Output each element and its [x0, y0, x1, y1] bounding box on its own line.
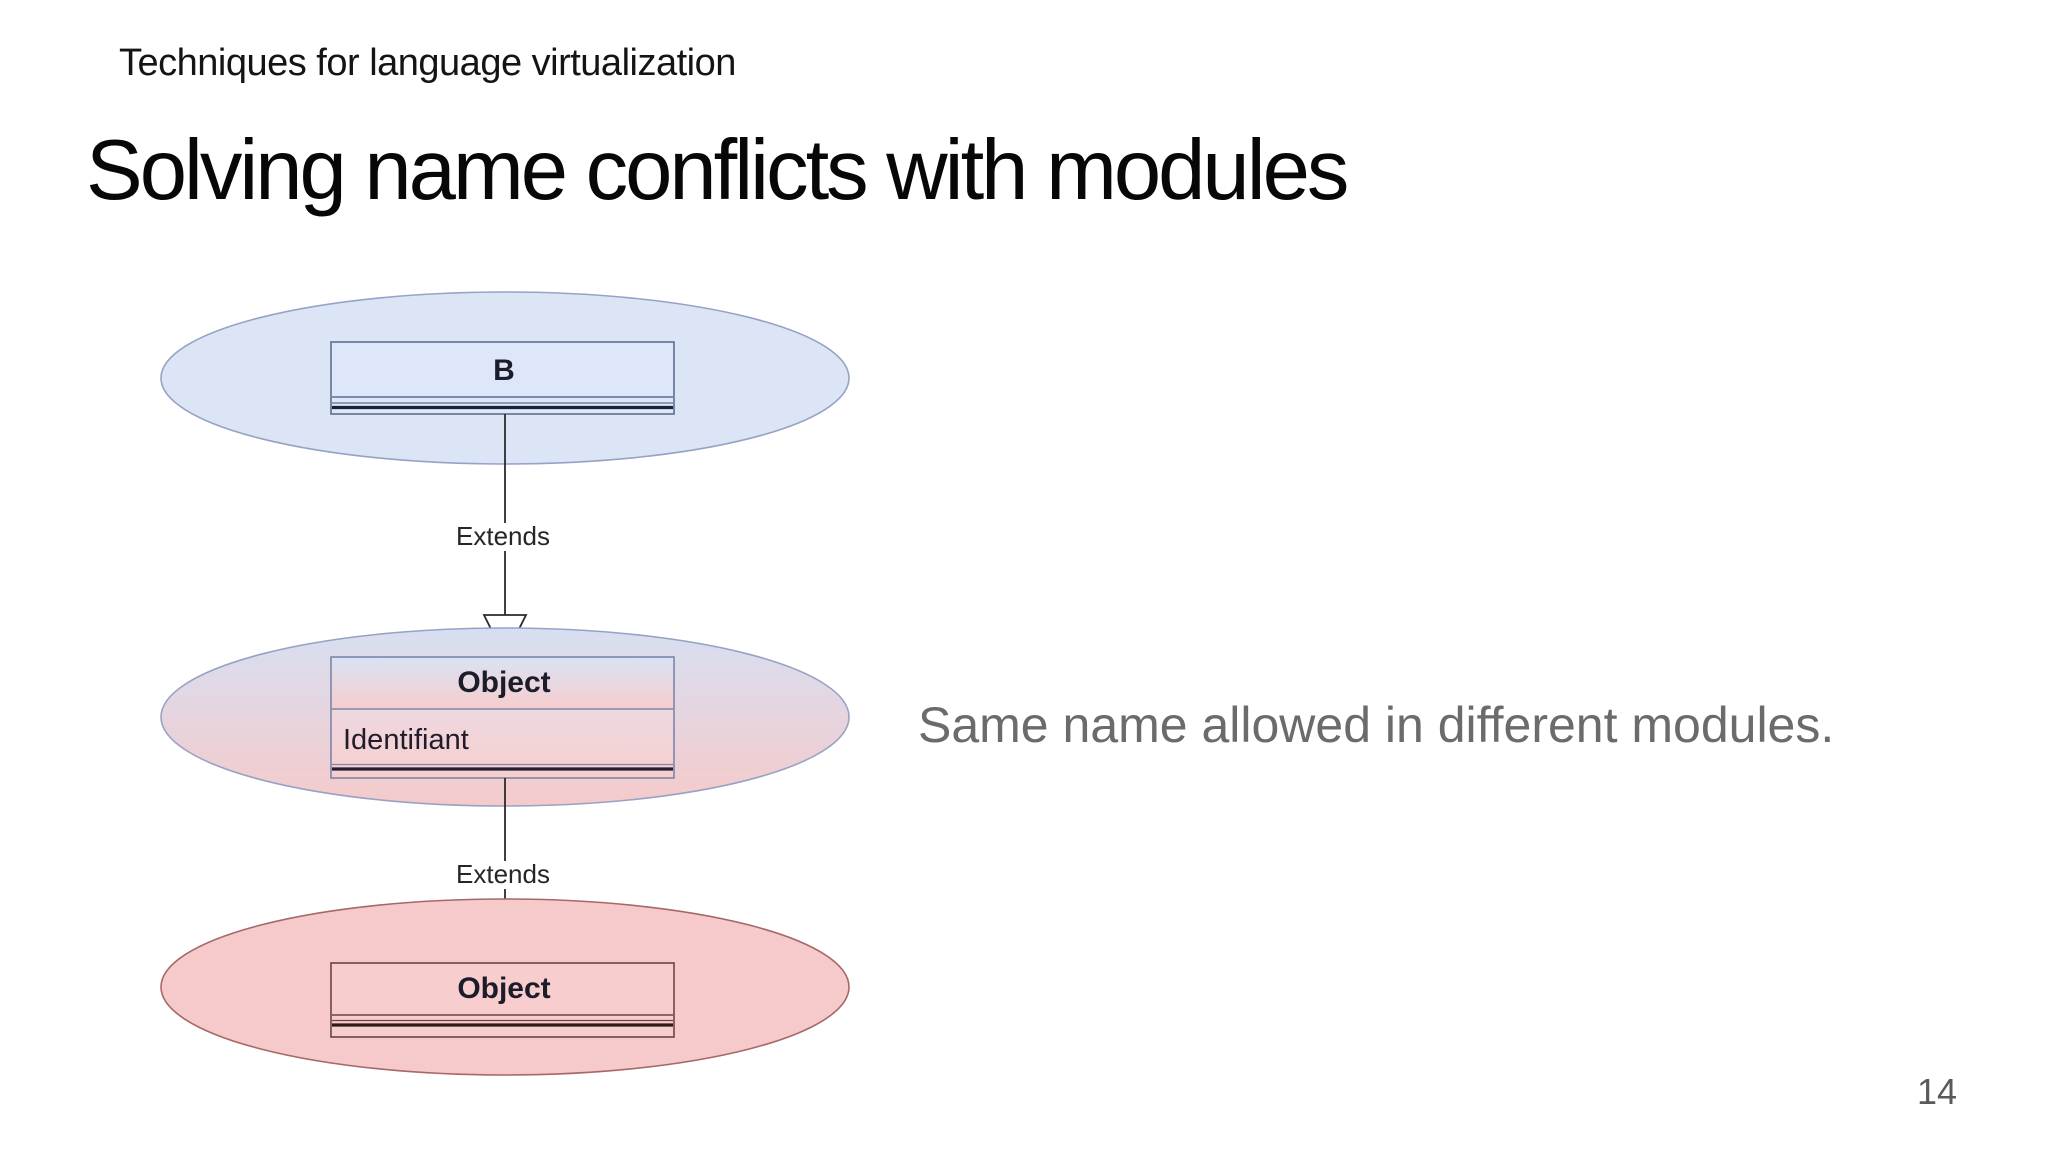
class-title-object-bottom: Object	[457, 972, 550, 1005]
class-attribute-identifiant: Identifiant	[343, 724, 469, 756]
kicker: Techniques for language virtualization	[119, 42, 736, 84]
module-bottom: Object	[160, 898, 850, 1076]
annotation-note: Same name allowed in different modules.	[918, 697, 1835, 753]
module-top: B	[160, 291, 850, 465]
module-inheritance-diagram: B Extends Object Identifiant Extends	[160, 291, 850, 1076]
class-box-object-middle	[330, 656, 675, 779]
page-title: Solving name conflicts with modules	[86, 123, 1349, 218]
module-middle: Object Identifiant	[160, 627, 850, 807]
edge-label-extends: Extends	[456, 521, 550, 551]
class-title-object-middle: Object	[457, 666, 550, 699]
class-box-object-middle-title	[331, 657, 674, 709]
class-box-b	[330, 341, 675, 415]
class-title-b: B	[493, 354, 515, 387]
edge-label-extends: Extends	[456, 859, 550, 889]
page-number: 14	[1917, 1071, 1958, 1112]
